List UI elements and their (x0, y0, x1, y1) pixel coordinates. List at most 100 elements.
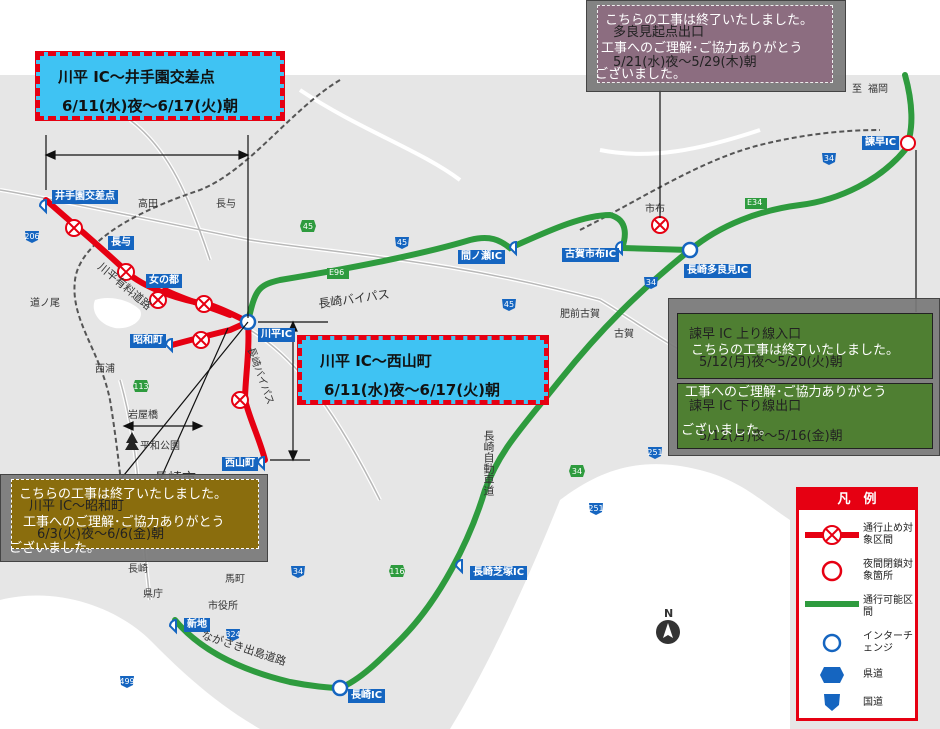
legend-row-prefroad: 県道 (799, 662, 915, 692)
label-shinchi: 新地 (184, 618, 210, 632)
callout-under-title: 川平 IC～昭和町 (29, 499, 125, 514)
legend-label-ic: インターチェンジ (863, 631, 913, 654)
label-nagayo: 長与 (108, 236, 134, 250)
callout-over-2: 工事へのご理解･ご協力ありがとう (23, 515, 225, 530)
bypass-green (245, 211, 693, 325)
callout-over-1: こちらの工事は終了いたしました。 (605, 13, 814, 28)
svg-text:45: 45 (397, 238, 407, 247)
svg-text:324: 324 (225, 630, 240, 639)
legend-row-ic: インターチェンジ (799, 628, 915, 658)
svg-text:116: 116 (389, 567, 404, 576)
legend-label-open: 通行可能区間 (863, 595, 913, 618)
lake (93, 298, 141, 329)
callout-under-period: 5/21(水)夜～5/29(木)朝 (613, 55, 757, 70)
town-city-hall: 市役所 (208, 601, 238, 612)
badge-e34: E34 (747, 198, 763, 207)
callout-under-title: 多良見起点出口 (613, 25, 705, 40)
svg-text:34: 34 (293, 567, 303, 576)
expwy-green (687, 72, 915, 253)
callout-under-4: 5/12(月)夜～5/16(金)朝 (699, 429, 843, 444)
label-onnanomiyako: 女の都 (146, 274, 182, 288)
svg-text:206: 206 (24, 232, 39, 241)
town-nagasaki-station: 長崎 (128, 564, 148, 575)
town-iwayabashi: 岩屋橋 (128, 410, 158, 421)
callout-isahaya-upper (677, 313, 933, 379)
prefectural-road-icon (820, 667, 844, 683)
town-prefecture: 県庁 (143, 589, 163, 600)
svg-text:251: 251 (647, 448, 662, 457)
open-road-icon (805, 601, 859, 607)
svg-text:34: 34 (646, 278, 656, 287)
label-ite: 井手園交差点 (52, 190, 118, 204)
svg-text:34: 34 (572, 467, 582, 476)
callout-under-1: 諫早 IC 上り線入口 (689, 327, 802, 342)
callout-over-3: ございました。 (9, 541, 101, 556)
closure-markers (65, 216, 669, 409)
ic-nagasaki (331, 679, 349, 697)
label-koga-ic: 古賀市布IC (562, 248, 620, 262)
town-hizen-koga: 肥前古賀 (560, 309, 600, 320)
national-road-icon (824, 694, 840, 711)
town-nishiura: 西浦 (95, 364, 115, 375)
expwy-south (337, 247, 693, 691)
night-closure-isahaya (900, 135, 916, 151)
label-isahaya-ic: 諫早IC (862, 136, 900, 150)
callout-showa: 川平 IC～昭和町 6/3(火)夜～6/6(金)朝 こちらの工事は終了いたしまし… (0, 474, 268, 562)
night-closure-icon (821, 560, 843, 582)
callout-tarami-inner (597, 5, 833, 83)
label-tarami-ic: 長崎多良見IC (684, 264, 752, 278)
sea-area (0, 595, 260, 729)
svg-text:113: 113 (133, 382, 148, 391)
legend-row-night: 夜間閉鎖対象箇所 (799, 556, 915, 586)
town-shi: 至 (852, 84, 862, 95)
town-nagayo: 長与 (216, 199, 236, 210)
town-koga: 古賀 (614, 329, 634, 340)
town-baba: 馬町 (225, 574, 245, 585)
svg-text:45: 45 (303, 222, 313, 231)
legend-row-open: 通行可能区間 (799, 592, 915, 622)
town-takata: 高田 (138, 199, 158, 210)
legend-label-natroad: 国道 (863, 697, 883, 708)
sea-area-east (450, 464, 790, 729)
svg-text:499: 499 (119, 677, 134, 686)
railway (73, 79, 341, 521)
callout-over-3: ございました。 (595, 67, 687, 82)
label-showamachi: 昭和町 (130, 334, 166, 348)
callout-over-2: 工事へのご理解･ご協力ありがとう (685, 385, 887, 400)
label-shibatsuka-ic: 長崎芝塚IC (470, 566, 528, 580)
callout-period: 6/11(水)夜～6/17(火)朝 (62, 97, 239, 115)
callout-over-3: ございました。 (681, 423, 773, 438)
legend-label-closure: 通行止め対象区間 (863, 523, 913, 546)
park-tree-icon (125, 432, 139, 450)
callout-kawahira-ite: 川平 IC～井手園交差点 6/11(水)夜～6/17(火)朝 (35, 51, 285, 121)
legend-row-natroad: 国道 (799, 690, 915, 720)
legend-row-closure: 通行止め対象区間 (799, 520, 915, 550)
interchange-icon (822, 633, 842, 653)
svg-text:45: 45 (504, 300, 514, 309)
north-arrow (656, 620, 680, 644)
town-heiwa-park: 平和公園 (140, 441, 180, 452)
town-michinoo: 道ノ尾 (30, 298, 60, 309)
callout-under-2: 5/12(月)夜～5/20(火)朝 (699, 355, 843, 370)
label-nishiyama: 西山町 (222, 457, 258, 471)
callout-title: 川平 IC～西山町 (320, 352, 432, 370)
label-kawahira-ic: 川平IC (258, 328, 296, 342)
callout-over-1: こちらの工事は終了いたしました。 (19, 487, 228, 502)
dejima-road (172, 617, 343, 691)
town-ichinuno: 市布 (645, 204, 665, 215)
legend-label-prefroad: 県道 (863, 669, 883, 680)
callout-kawahira-nishiyama: 川平 IC～西山町 6/11(水)夜～6/17(火)朝 (297, 335, 549, 405)
legend-box: 凡 例 通行止め対象区間 夜間閉鎖対象箇所 通行可能区間 インターチェンジ 県道 (796, 487, 918, 721)
callout-over-1: こちらの工事は終了いたしました。 (691, 343, 900, 358)
badge-e96: E96 (329, 268, 345, 277)
railway-east (579, 129, 881, 231)
callout-title: 川平 IC～井手園交差点 (58, 68, 215, 86)
label-nagasaki-ic: 長崎IC (348, 689, 386, 703)
svg-text:34: 34 (824, 154, 834, 163)
label-manose-ic: 間ノ瀬IC (458, 250, 506, 264)
callout-isahaya: 諫早 IC 上り線入口 5/12(月)夜～5/20(火)朝 諫早 IC 下り線出… (668, 298, 940, 456)
callout-under-period: 6/3(火)夜～6/6(金)朝 (37, 527, 165, 542)
town-fukuda: 福岡 (868, 84, 888, 95)
callout-tarami: 多良見起点出口 5/21(水)夜～5/29(木)朝 こちらの工事は終了いたしまし… (586, 0, 846, 92)
svg-text:251: 251 (588, 504, 603, 513)
